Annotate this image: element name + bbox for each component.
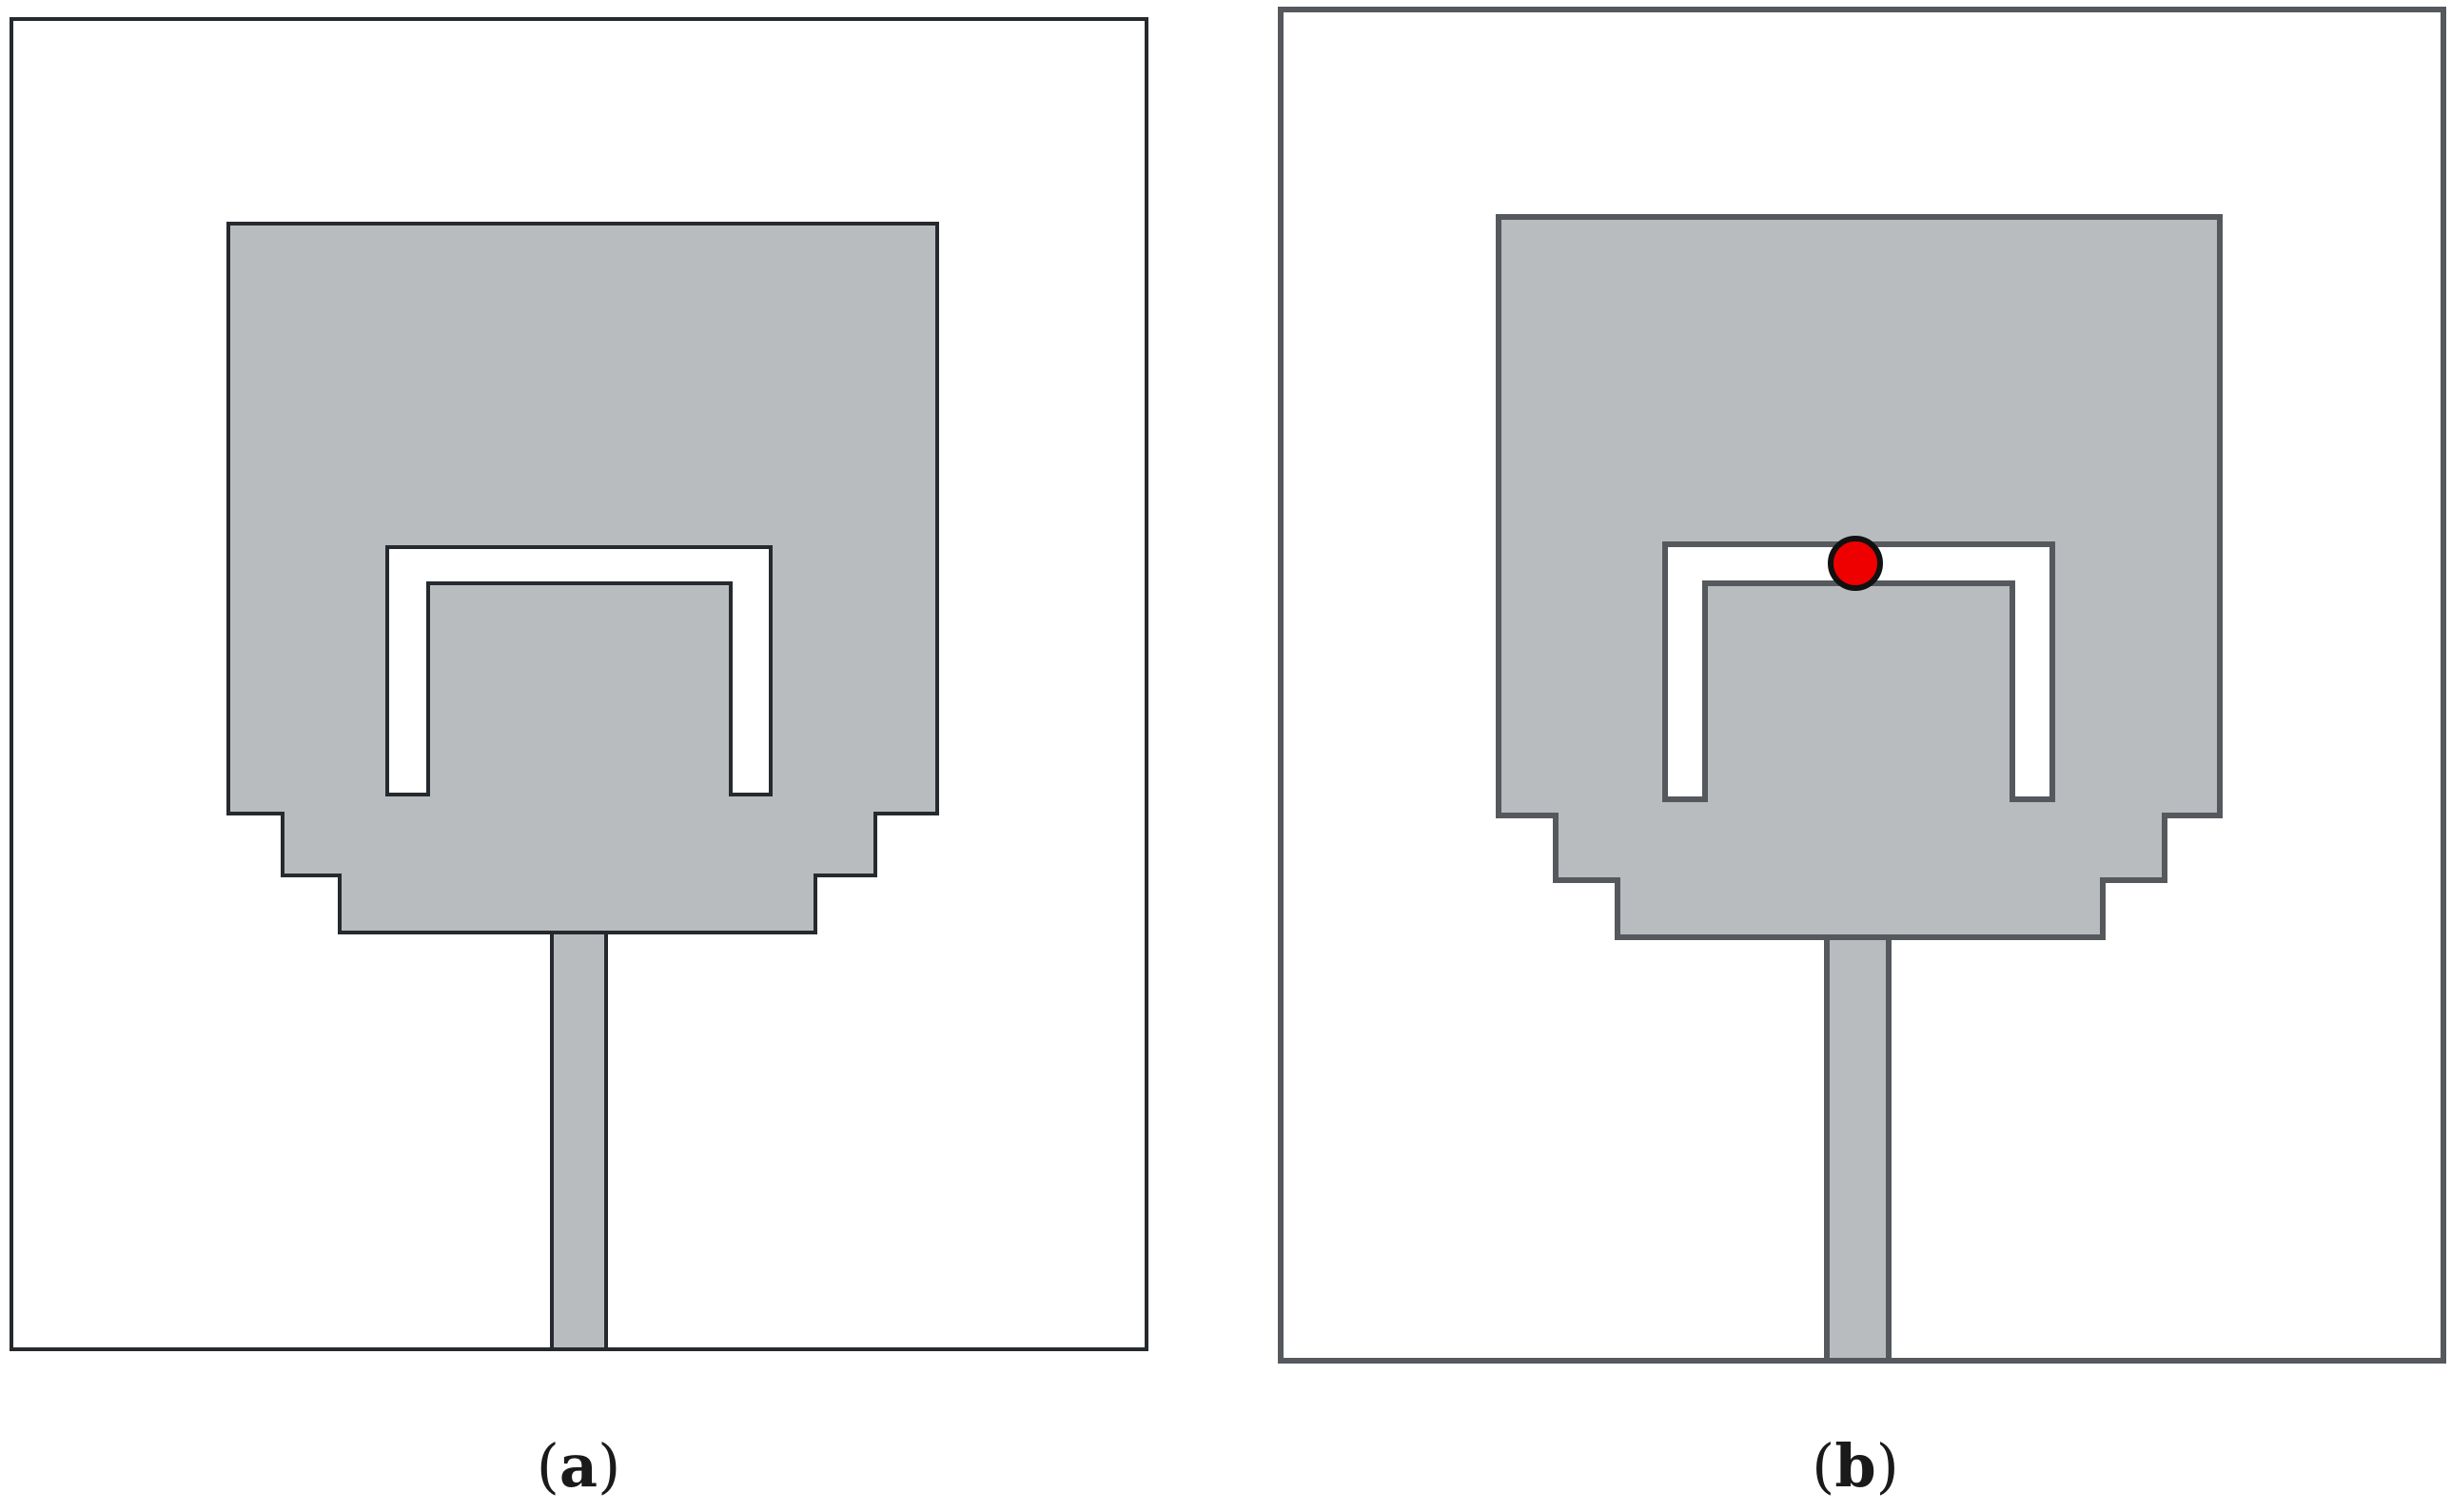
feed-point-marker	[1828, 536, 1883, 591]
caption-b-letter: b	[1834, 1431, 1875, 1501]
feed-line-a	[550, 931, 608, 1351]
caption-b-open: (	[1812, 1431, 1834, 1501]
caption-b-close: )	[1876, 1431, 1899, 1501]
caption-a: (a)	[537, 1431, 621, 1501]
caption-a-open: (	[537, 1431, 559, 1501]
feed-line-b	[1824, 934, 1892, 1364]
u-slot-b	[1662, 541, 2055, 802]
caption-a-close: )	[598, 1431, 620, 1501]
u-slot-a	[385, 545, 773, 796]
caption-b: (b)	[1812, 1431, 1899, 1501]
panel-b: (b)	[1278, 7, 2446, 1501]
panel-a: (a)	[10, 17, 1148, 1501]
caption-a-letter: a	[559, 1431, 598, 1501]
